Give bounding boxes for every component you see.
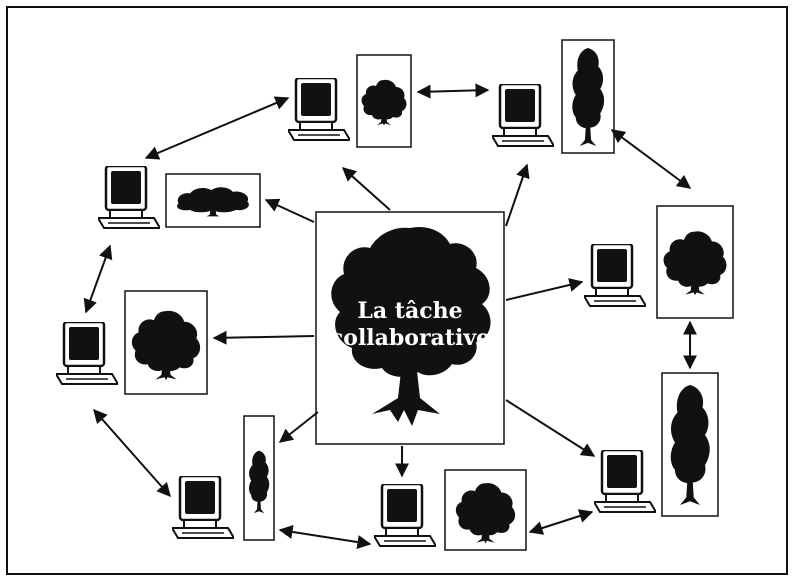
peer-arrows [83,83,697,549]
center-label-line2: collaborative [330,325,490,351]
computer-icon [98,166,160,230]
computer-icon [56,322,118,386]
tree-box [165,173,261,228]
tree-box [661,372,719,517]
center-label-line1: La tâche [357,298,462,324]
computer-icon [584,244,646,308]
central-tree-icon [331,226,491,377]
computer-icon [172,476,234,540]
computer-icon [374,484,436,548]
tree-box [444,469,527,551]
tree-box [656,205,734,319]
central-task-box: La tâche collaborative [315,211,505,445]
tree-box [356,54,412,148]
tree-box [243,415,275,541]
tree-box [561,39,615,154]
computer-icon [288,78,350,142]
computer-icon [492,84,554,148]
tree-box [124,290,208,395]
arrows-from-task [212,163,596,478]
computer-icon [594,450,656,514]
